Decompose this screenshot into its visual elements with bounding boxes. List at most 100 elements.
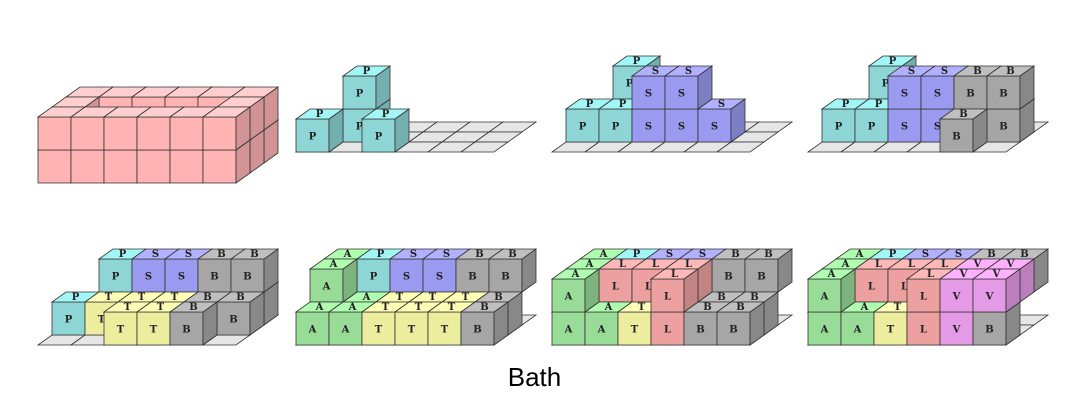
cube-top-face	[341, 65, 392, 77]
assembly-steps-svg: PPPPPPPPSSPPPPPPSSSSSSSSSSPPPPPPSSSSBBSS…	[36, 55, 1050, 346]
cube-letter: T	[441, 325, 449, 336]
cube-letter: L	[652, 259, 659, 270]
cube-letter: A	[315, 302, 324, 313]
cube-letter: B	[959, 109, 967, 120]
cube-letter: B	[999, 89, 1007, 100]
cube-letter: B	[696, 325, 704, 336]
cube-letter: P	[889, 56, 897, 67]
cube-letter: S	[645, 122, 652, 133]
cube-front-face	[37, 149, 72, 184]
cube-letter: P	[316, 109, 324, 120]
panel-step-7: AAPPSSSSBBBBAALLLLLLVVVVAAAATTLLVVBBAALL…	[806, 248, 1050, 346]
cube-letter: T	[887, 325, 895, 336]
cube-letter: T	[375, 325, 383, 336]
cube-letter: B	[501, 272, 509, 283]
cube-front-face	[103, 116, 138, 151]
cube-letter: S	[443, 249, 450, 260]
cube-top-face	[806, 268, 857, 280]
cube-letter: S	[711, 122, 718, 133]
cube-top-face	[867, 55, 918, 67]
caption: Bath	[507, 362, 562, 392]
cube-letter: S	[178, 272, 185, 283]
cube-letter: P	[633, 249, 641, 260]
cube-letter: S	[403, 272, 410, 283]
cube-letter: A	[855, 249, 864, 260]
cube-letter: S	[666, 249, 673, 260]
panel-step-4: BBPPSSSSBBBBPPTTTTTTBBBBTTTTBB	[36, 248, 280, 346]
cube-letter: P	[612, 122, 620, 133]
cube-letter: P	[868, 122, 876, 133]
cube-letter: A	[860, 302, 869, 313]
cube-letter: B	[703, 302, 711, 313]
cube-letter: L	[920, 292, 927, 303]
cube-front-face	[202, 149, 237, 184]
cube-letter: P	[119, 249, 127, 260]
cube-letter: T	[124, 302, 132, 313]
cube-top-face	[938, 108, 989, 120]
cube-letter: B	[494, 292, 502, 303]
cube-letter: T	[105, 292, 113, 303]
cube-letter: P	[363, 66, 371, 77]
cube-letter: V	[992, 269, 1001, 280]
cube-top-face	[229, 248, 280, 260]
cube-letter: B	[210, 272, 218, 283]
cube-letter: B	[729, 325, 737, 336]
cube-letter: P	[835, 122, 843, 133]
cube-top-face	[360, 108, 411, 120]
cube-letter: P	[586, 99, 594, 110]
cube-front-face	[103, 149, 138, 184]
cube-letter: B	[480, 302, 488, 313]
cube-letter: T	[117, 325, 125, 336]
cube-letter: P	[370, 272, 378, 283]
cube-letter: P	[356, 89, 364, 100]
cube-letter: T	[415, 302, 423, 313]
cube-letter: B	[736, 302, 744, 313]
cube-letter: A	[827, 269, 836, 280]
panel-step-3: PPPPPPSSSSBBSSSSBBBBBB	[806, 55, 1050, 153]
cube-letter: B	[750, 292, 758, 303]
floor-tile	[459, 141, 510, 153]
cube-letter: P	[377, 249, 385, 260]
cube-top-face	[201, 106, 252, 118]
cube-letter: S	[934, 89, 941, 100]
cube-top-face	[985, 65, 1036, 77]
cube-letter: B	[717, 292, 725, 303]
cube-letter: S	[941, 66, 948, 77]
cube-top-face	[971, 268, 1022, 280]
cube-letter: B	[731, 249, 739, 260]
cube-letter: L	[612, 282, 619, 293]
cube-letter: P	[375, 132, 383, 143]
floor-tile	[715, 141, 766, 153]
cube-letter: B	[1020, 249, 1028, 260]
cube-letter: A	[820, 292, 829, 303]
cube-letter: L	[671, 269, 678, 280]
cube-letter: A	[597, 325, 606, 336]
cube-letter: P	[626, 79, 634, 90]
cube-letter: L	[619, 259, 626, 270]
cube-letter: L	[868, 282, 875, 293]
cube-letter: S	[934, 122, 941, 133]
cube-letter: S	[185, 249, 192, 260]
cube-front-face	[136, 116, 171, 151]
cube-letter: S	[699, 249, 706, 260]
cube-letter: A	[341, 325, 350, 336]
cube-top-face	[487, 248, 538, 260]
cube-letter: B	[189, 302, 197, 313]
cube-top-face	[743, 248, 794, 260]
cube-letter: T	[150, 325, 158, 336]
cube-letter: T	[171, 292, 179, 303]
cube-letter: V	[973, 259, 982, 270]
cube-letter: L	[685, 259, 692, 270]
cube-letter: B	[468, 272, 476, 283]
cube-letter: S	[145, 272, 152, 283]
cube-front-face	[169, 116, 204, 151]
cube-front-face	[169, 149, 204, 184]
cube-letter: B	[229, 315, 237, 326]
cube-letter: S	[901, 122, 908, 133]
cube-letter: V	[959, 269, 968, 280]
cube-letter: T	[631, 325, 639, 336]
cube-letter: B	[1006, 66, 1014, 77]
cube-letter: T	[408, 325, 416, 336]
